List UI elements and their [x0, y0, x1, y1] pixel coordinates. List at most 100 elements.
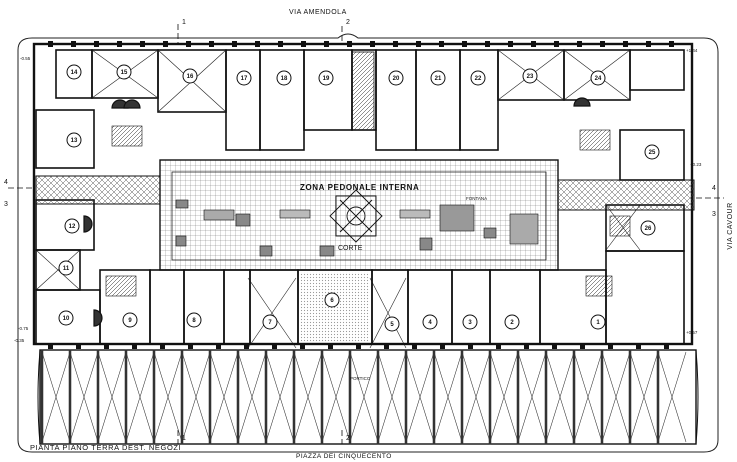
shop-badge	[236, 70, 252, 86]
shop-number: 22	[475, 76, 482, 82]
bottom-shop-walls	[223, 269, 541, 345]
wall-column	[140, 41, 145, 47]
portico-pier	[68, 349, 72, 445]
portico-bay	[545, 351, 575, 443]
wall-column	[412, 343, 417, 349]
shop-number: 25	[649, 150, 656, 156]
section-marker-1-top: 1	[182, 19, 186, 26]
portico-bay	[69, 351, 99, 443]
wall-column	[244, 343, 249, 349]
section-marker-2-top: 2	[346, 19, 350, 26]
portico-pier	[40, 349, 44, 445]
wall-column	[393, 41, 398, 47]
wall-column	[508, 41, 513, 47]
portico-pier	[516, 349, 520, 445]
shop-number: 19	[323, 76, 330, 82]
elevation-label: -0.55	[20, 56, 31, 61]
shop-number: 3	[468, 320, 472, 326]
shop-number: 1	[596, 320, 600, 326]
curved-stairs	[83, 97, 591, 327]
wall-column	[608, 343, 613, 349]
shop-number: 4	[428, 320, 432, 326]
street-right-label: VIA CAVOUR	[727, 202, 734, 249]
courtyard-label: CORTE	[338, 245, 363, 252]
shaft-crosses	[35, 49, 641, 349]
site-boundary	[17, 33, 719, 453]
wall-column	[104, 343, 109, 349]
portico-bay	[517, 351, 547, 443]
wall-column	[160, 343, 165, 349]
wall-column	[552, 343, 557, 349]
wall-column	[76, 343, 81, 349]
shop-badge	[384, 316, 400, 332]
section-marker-3-right: 3	[712, 211, 716, 218]
shop-badge	[640, 220, 656, 236]
wall-column	[384, 343, 389, 349]
shop-number: 2	[510, 320, 514, 326]
pedestrian-zone-inner	[171, 171, 547, 261]
portico-bay	[601, 351, 631, 443]
wall-column	[48, 41, 53, 47]
wall-column	[255, 41, 260, 47]
portico-pier	[96, 349, 100, 445]
shop-badge	[430, 70, 446, 86]
wall-column	[71, 41, 76, 47]
elevation-label: +1.44	[686, 48, 698, 53]
portico-bay	[209, 351, 239, 443]
wall-column	[232, 41, 237, 47]
section-marker-4-left: 4	[4, 179, 8, 186]
wall-column	[272, 343, 277, 349]
section-marker-1-bottom: 1	[182, 435, 186, 442]
portico-bay	[657, 351, 687, 443]
shop-badge	[58, 260, 74, 276]
elevation-label: +0.57	[686, 330, 698, 335]
shop-number: 12	[69, 224, 76, 230]
elevation-label: -0.75	[18, 326, 29, 331]
portico-pier	[376, 349, 380, 445]
portico-pier	[600, 349, 604, 445]
portico-pier	[572, 349, 576, 445]
portico-bay	[433, 351, 463, 443]
wall-column	[524, 343, 529, 349]
shop-number: 5	[390, 322, 394, 328]
fontana-label: FONTANA	[466, 196, 487, 201]
shop-badge	[324, 292, 340, 308]
wall-column	[347, 41, 352, 47]
wall-column	[440, 343, 445, 349]
top-columns	[48, 41, 674, 47]
portico-pier	[544, 349, 548, 445]
portico-bay	[293, 351, 323, 443]
shop-number: 18	[281, 76, 288, 82]
section-marker-2-bottom: 2	[346, 435, 350, 442]
portico-pier	[656, 349, 660, 445]
portico-label: PORTICO	[350, 376, 371, 381]
shop-badge	[318, 70, 334, 86]
shop-badge	[262, 314, 278, 330]
wall-column	[300, 343, 305, 349]
wall-column	[186, 41, 191, 47]
wall-column	[462, 41, 467, 47]
shop-badge	[388, 70, 404, 86]
shop-number: 23	[527, 74, 534, 80]
shop-number: 11	[63, 266, 70, 272]
shop-number: 16	[187, 74, 194, 80]
shop-badge	[522, 68, 538, 84]
west-passage	[35, 175, 161, 205]
wall-column	[301, 41, 306, 47]
east-passage	[557, 179, 695, 211]
shop-badge	[504, 314, 520, 330]
wall-column	[216, 343, 221, 349]
wall-column	[163, 41, 168, 47]
section-lines	[8, 24, 724, 444]
shop-badge	[590, 314, 606, 330]
portico-pier	[208, 349, 212, 445]
wall-column	[577, 41, 582, 47]
shop-badge	[470, 70, 486, 86]
portico-bay	[125, 351, 155, 443]
shop-badge	[462, 314, 478, 330]
wall-column	[468, 343, 473, 349]
portico-pier	[460, 349, 464, 445]
portico-bay	[573, 351, 603, 443]
